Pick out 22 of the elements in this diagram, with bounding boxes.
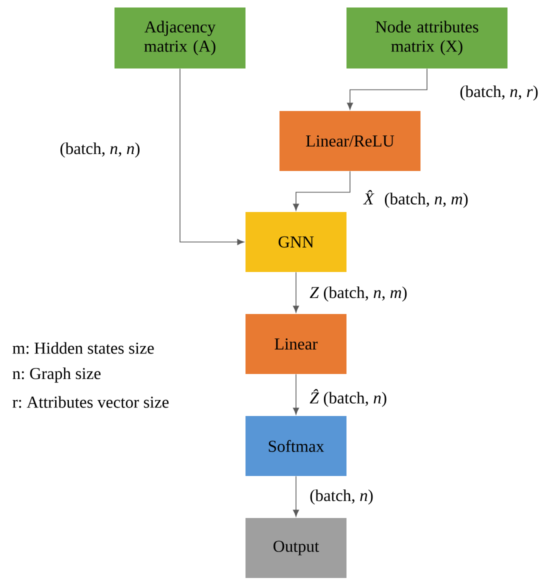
edge-label: (batch, n) xyxy=(310,489,373,505)
edge-label: Z (batch, n, m) xyxy=(310,286,407,302)
arrow xyxy=(293,272,299,313)
edge-label: (batch, n, n) xyxy=(60,142,140,158)
edge-label: X̂ (batch, n, m) xyxy=(363,190,468,208)
arrow xyxy=(293,170,350,211)
note: m: Hidden states size xyxy=(12,342,154,354)
note: n: Graph size xyxy=(12,367,101,383)
edge-label: Ẑ (batch, n) xyxy=(310,389,386,407)
process-box: Linear/ReLU xyxy=(280,111,420,171)
process-box: Node attributes matrix (X) xyxy=(346,8,508,68)
arrow xyxy=(293,476,299,517)
process-box: Linear xyxy=(246,314,346,374)
process-box: GNN xyxy=(246,212,346,272)
process-box: Softmax xyxy=(246,416,346,476)
arrow xyxy=(293,374,299,415)
edge-label: (batch, n, r) xyxy=(460,85,538,101)
note: r: Attributes vector size xyxy=(12,396,169,408)
arrow xyxy=(347,68,428,110)
process-box: Output xyxy=(246,518,346,578)
arrow xyxy=(180,68,244,245)
process-box: Adjacency matrix (A) xyxy=(114,8,246,68)
